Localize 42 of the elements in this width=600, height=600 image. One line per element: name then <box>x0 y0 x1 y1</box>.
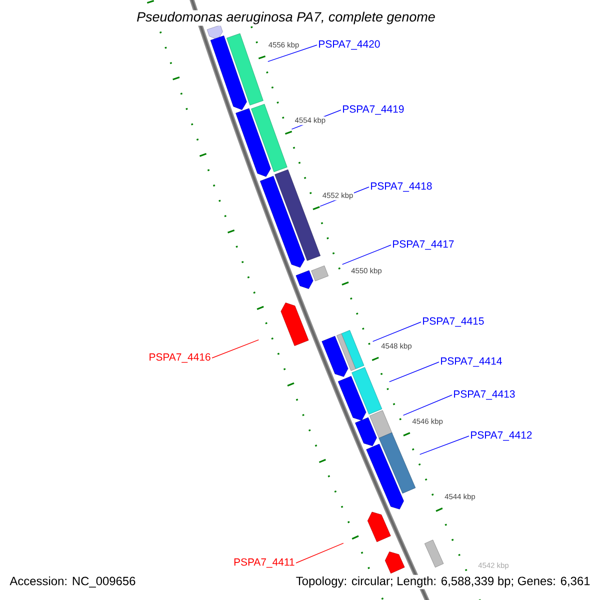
gene-feature <box>236 108 271 177</box>
gene-label: PSPA7_4415 <box>423 317 484 327</box>
gene-label: PSPA7_4411 <box>234 558 294 568</box>
feature-bar <box>369 410 392 440</box>
gene-label: PSPA7_4413 <box>454 390 515 400</box>
feature-bar <box>251 104 288 172</box>
gene-label: PSPA7_4419 <box>343 105 404 115</box>
gene-label: PSPA7_4418 <box>371 182 432 192</box>
leader-line <box>212 340 260 358</box>
feature-bar <box>274 169 321 261</box>
gene-feature <box>366 444 404 510</box>
gene-label: PSPA7_4416 <box>150 353 210 363</box>
gene-feature <box>260 176 305 268</box>
gene-feature <box>322 336 348 377</box>
feature-bar <box>226 33 264 106</box>
gene-feature <box>206 24 223 40</box>
gene-label: PSPA7_4414 <box>441 357 502 367</box>
gene-label: PSPA7_4412 <box>471 431 532 441</box>
gene-feature <box>367 512 391 542</box>
feature-bar <box>424 540 444 568</box>
gene-label: PSPA7_4420 <box>319 40 380 50</box>
feature-bar <box>378 432 416 494</box>
feature-bar <box>311 266 329 282</box>
leader-line <box>402 394 452 416</box>
leader-line <box>372 322 422 342</box>
gene-feature <box>280 302 309 346</box>
footer-text: Topology: circular; Length: 6,588,339 bp; Genes: 6,361 <box>294 574 592 590</box>
gene-label: PSPA7_4417 <box>393 240 454 250</box>
gene-feature <box>355 417 377 446</box>
footer-text: Accession: NC_009656 <box>8 574 138 590</box>
title: Pseudomonas aeruginosa PA7, complete genome <box>135 10 437 26</box>
gene-feature <box>384 552 405 574</box>
leader-line <box>420 436 470 455</box>
feature-bar <box>352 367 382 414</box>
gene-feature <box>210 36 247 110</box>
leader-line <box>342 244 392 265</box>
feature-bar <box>341 330 364 370</box>
gene-feature <box>338 376 366 421</box>
gene-feature <box>296 270 314 289</box>
leader-line <box>296 542 344 564</box>
feature-bar <box>336 333 356 371</box>
leader-line <box>268 44 318 62</box>
